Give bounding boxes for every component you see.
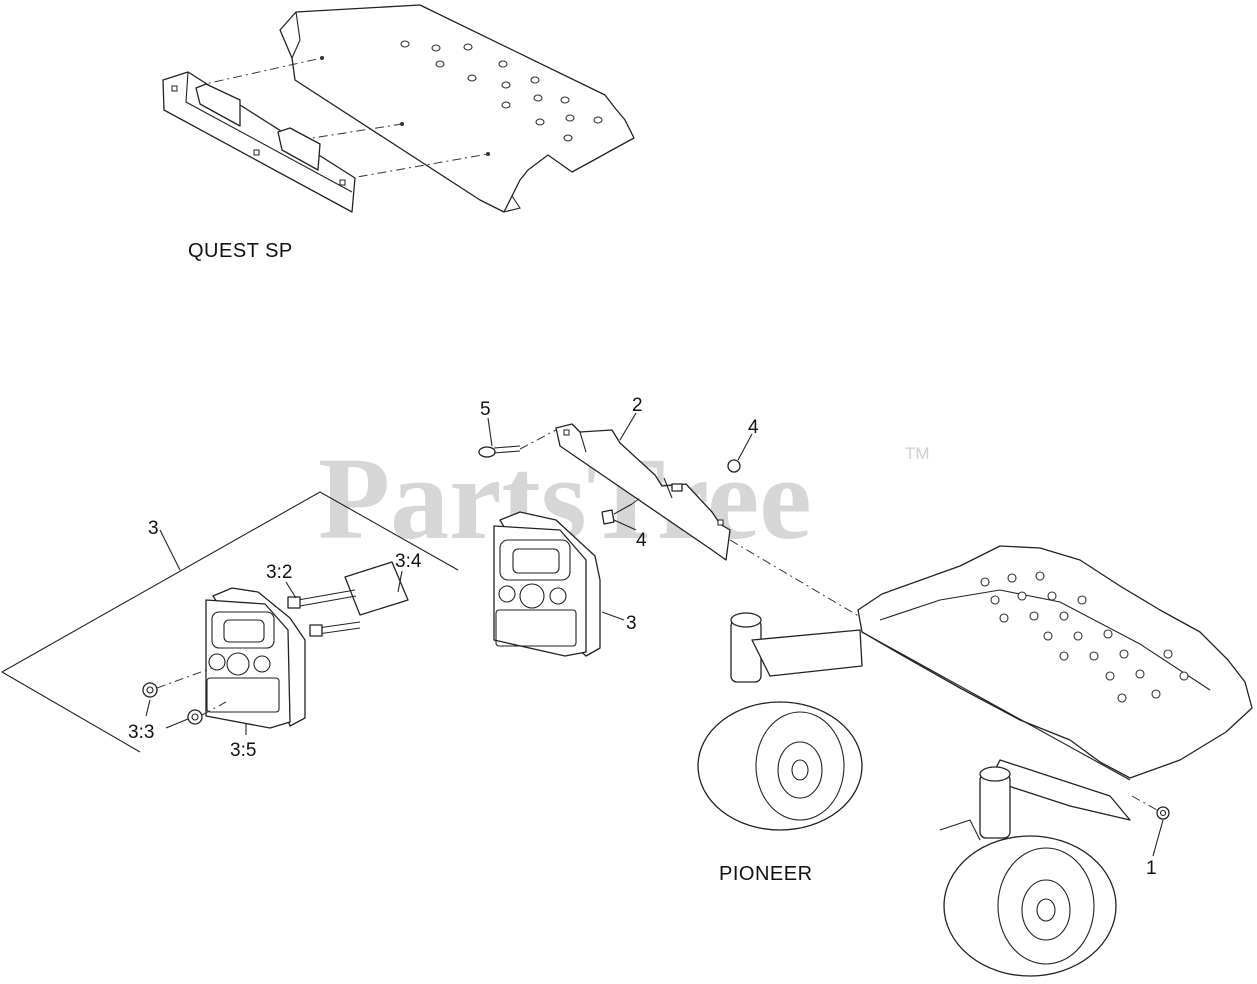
quest-sp-assembly	[162, 4, 635, 213]
callout-3-5: 3:5	[230, 740, 256, 761]
callout-5: 5	[480, 399, 491, 420]
callout-3-2: 3:2	[266, 562, 292, 583]
caption-quest-sp: QUEST SP	[188, 240, 293, 262]
callout-3-weight: 3	[626, 613, 637, 634]
callout-1: 1	[1146, 858, 1157, 879]
weight-kit-group	[1, 491, 459, 753]
callout-4-lower: 4	[636, 530, 647, 551]
callout-3-4: 3:4	[395, 551, 422, 572]
pioneer-assembly	[478, 412, 1253, 977]
watermark-trademark: TM	[905, 444, 930, 463]
deck-holes	[400, 40, 603, 142]
callout-3-3: 3:3	[128, 722, 154, 743]
callout-4-upper: 4	[748, 417, 759, 438]
callout-2: 2	[632, 395, 643, 416]
callout-3-kit: 3	[148, 518, 159, 539]
caption-pioneer: PIONEER	[719, 863, 813, 885]
frame-deck-holes	[980, 571, 1189, 703]
